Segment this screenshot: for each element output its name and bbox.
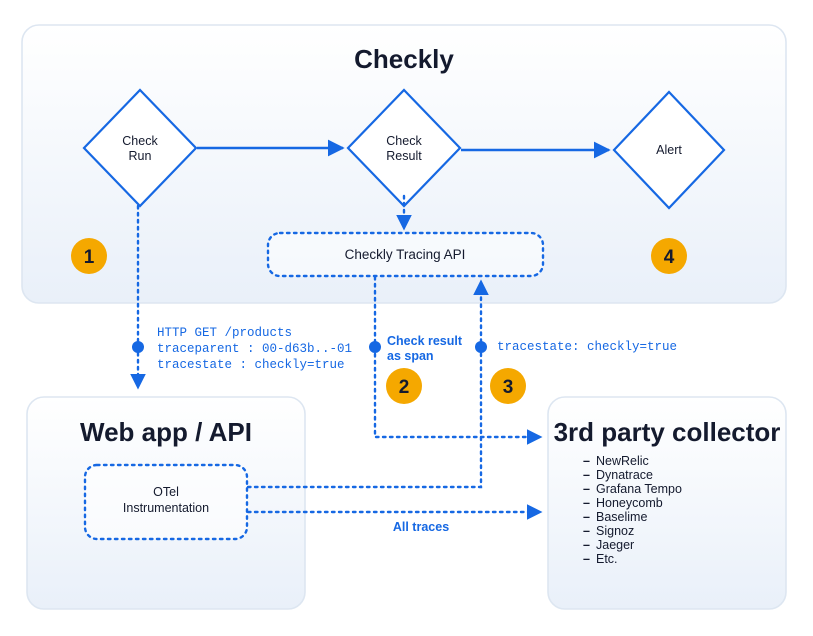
all-traces-label: All traces [393, 520, 449, 534]
page-title: Checkly [354, 44, 454, 74]
otel-label-2: Instrumentation [123, 501, 209, 515]
list-item-label: Grafana Tempo [596, 482, 682, 496]
list-item-label: Signoz [596, 524, 634, 538]
node-check-run: Check Run [82, 88, 198, 208]
step2-note-line-2: as span [387, 349, 434, 363]
list-item: –Etc. [583, 552, 618, 566]
edge-dot-step1 [132, 341, 144, 353]
list-item: –Grafana Tempo [583, 482, 682, 496]
list-item-bullet: – [583, 482, 590, 496]
list-item-bullet: – [583, 552, 590, 566]
step-badge-4-number: 4 [664, 247, 675, 268]
step-badge-1: 1 [71, 238, 107, 274]
list-item: –Honeycomb [583, 496, 663, 510]
node-alert: Alert [612, 90, 726, 210]
step-badge-4: 4 [651, 238, 687, 274]
node-alert-label: Alert [656, 143, 682, 157]
otel-label-1: OTel [153, 485, 179, 499]
step-badge-3: 3 [490, 368, 526, 404]
collector-panel [547, 396, 787, 610]
step-badge-2-number: 2 [399, 377, 410, 398]
step3-note-line-1: tracestate: checkly=true [497, 340, 677, 354]
list-item-bullet: – [583, 524, 590, 538]
step3-note: tracestate: checkly=true [497, 340, 677, 354]
list-item-label: Baselime [596, 510, 647, 524]
list-item-bullet: – [583, 454, 590, 468]
edge-dot-step3 [475, 341, 487, 353]
step-badge-1-number: 1 [84, 247, 95, 268]
list-item-label: Dynatrace [596, 468, 653, 482]
list-item: –Signoz [583, 524, 634, 538]
list-item: –Dynatrace [583, 468, 653, 482]
step-badge-2: 2 [386, 368, 422, 404]
list-item: –NewRelic [583, 454, 649, 468]
list-item-label: Etc. [596, 552, 618, 566]
list-item-bullet: – [583, 538, 590, 552]
step2-note: Check result as span [387, 334, 463, 363]
node-check-result-label-1: Check [386, 134, 422, 148]
collector-panel-title: 3rd party collector [554, 417, 781, 447]
step1-note: HTTP GET /products traceparent : 00-d63b… [157, 326, 352, 372]
checkly-tracing-api-label: Checkly Tracing API [345, 247, 466, 262]
node-check-run-label-2: Run [129, 149, 152, 163]
step1-note-line-1: HTTP GET /products [157, 326, 292, 340]
edge-dot-step2 [369, 341, 381, 353]
list-item: –Jaeger [583, 538, 634, 552]
list-item-bullet: – [583, 510, 590, 524]
step1-note-line-3: tracestate : checkly=true [157, 358, 345, 372]
list-item-label: Honeycomb [596, 496, 663, 510]
list-item-label: Jaeger [596, 538, 634, 552]
step1-note-line-2: traceparent : 00-d63b..-01 [157, 342, 352, 356]
list-item-bullet: – [583, 496, 590, 510]
list-item: –Baselime [583, 510, 647, 524]
node-check-result-label-2: Result [386, 149, 422, 163]
checkly-tracing-api-box: Checkly Tracing API [266, 231, 545, 278]
otel-instrumentation-box: OTel Instrumentation [83, 463, 249, 541]
webapp-panel-title: Web app / API [80, 417, 252, 447]
node-check-run-label-1: Check [122, 134, 158, 148]
step-badge-3-number: 3 [503, 377, 514, 398]
list-item-bullet: – [583, 468, 590, 482]
step2-note-line-1: Check result [387, 334, 463, 348]
list-item-label: NewRelic [596, 454, 649, 468]
edge-tracingapi-to-collector [373, 275, 543, 445]
collector-list: –NewRelic –Dynatrace –Grafana Tempo –Hon… [583, 454, 682, 566]
